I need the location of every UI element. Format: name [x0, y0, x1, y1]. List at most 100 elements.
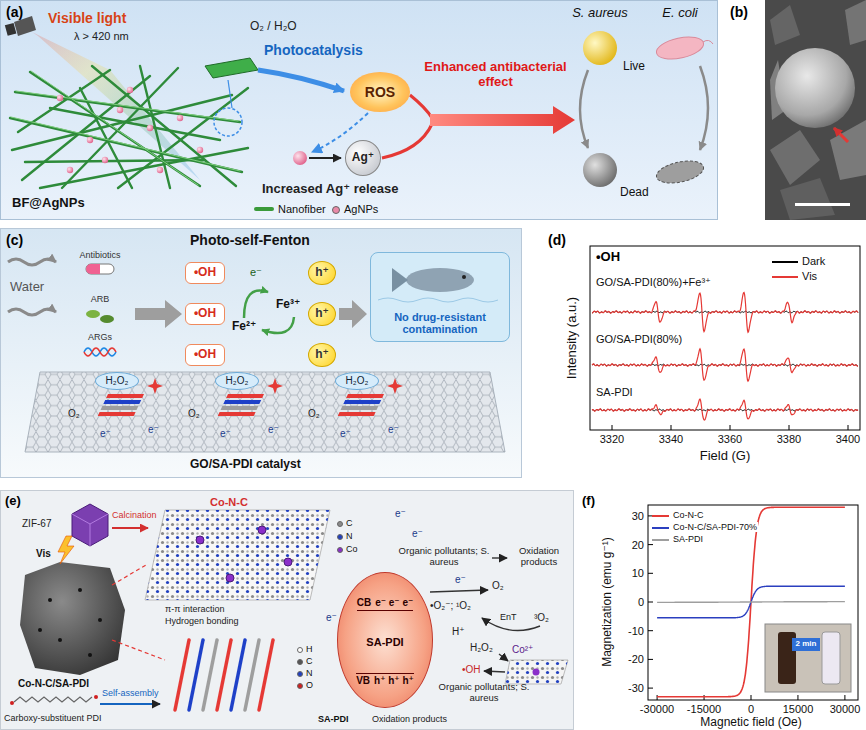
water-flow: [8, 309, 56, 315]
fish: [392, 268, 474, 292]
figure-label: Co-N-C: [210, 496, 248, 509]
figure-label: ³O₂: [534, 612, 549, 624]
legend-swatch: [332, 206, 340, 214]
node-text: h⁺: [315, 307, 329, 321]
flow-arrow: [339, 300, 367, 328]
nanofiber-mat: [18, 70, 110, 132]
figure-label: •O₂⁻; ¹O₂: [430, 600, 471, 612]
silver-nanoparticles: [117, 107, 123, 113]
flow-arrow: [135, 300, 182, 328]
nanofiber-highlight: [11, 117, 240, 171]
figure-label: 0: [638, 596, 644, 609]
axis-tick: [648, 573, 653, 574]
composite-particle: [38, 588, 102, 657]
plot-frame: [648, 505, 858, 700]
figure-label: EnT: [500, 612, 517, 622]
legend-line: [652, 527, 669, 529]
arb-bacteria: [86, 310, 100, 318]
node-text: •OH: [194, 307, 216, 321]
axis-tick: [648, 688, 653, 689]
legend-text: Nanofiber: [278, 203, 326, 216]
antibiotic-pill: [86, 264, 100, 274]
mechanism-arrows: [499, 654, 508, 661]
fish: [392, 268, 408, 292]
catalyst-sheet: [25, 372, 505, 452]
pdi-molecule: [94, 695, 98, 699]
legend-text: Dark: [802, 255, 825, 268]
figure-label: O₂: [188, 408, 200, 420]
figure-label: Dead: [620, 186, 649, 200]
magnetization-curve: [657, 586, 845, 618]
magnet-inset: [765, 624, 851, 692]
figure-label: Calcination: [112, 510, 157, 520]
co-sheet: [505, 660, 568, 684]
nanofiber-mat: [140, 66, 170, 188]
legend-swatch: [337, 547, 343, 553]
photocatalysis-arrow: [258, 70, 344, 91]
legend-line: [652, 539, 669, 541]
dead-bacteria: [583, 153, 617, 187]
sa-pdi-stack: [203, 640, 217, 710]
figure-label: -30000: [640, 703, 674, 716]
figure-label: 3380: [777, 433, 801, 446]
figure-label: O₂: [68, 408, 80, 420]
silver-nanoparticles: [127, 87, 133, 93]
composite-particle: [48, 598, 52, 602]
clean-water-box: No drug-resistant contamination: [370, 252, 510, 342]
figure-label: O₂: [308, 408, 320, 420]
sa-pdi-chunks: [98, 394, 144, 416]
sa-pdi-chunks: [218, 394, 264, 416]
figure-label: e⁻: [268, 424, 279, 436]
sem-image: [770, 5, 800, 45]
figure-label: 3400: [836, 433, 860, 446]
figure-label: Co²⁺: [512, 644, 533, 656]
ros-blob: ROS: [350, 72, 410, 112]
legend-text: N: [346, 531, 353, 541]
figure-label: e⁻: [455, 574, 466, 586]
figure-label: (d): [548, 232, 566, 248]
nanofiber-highlight: [16, 91, 238, 121]
silver-nanoparticles: [87, 137, 93, 143]
radical-box: •OH: [185, 262, 225, 284]
axis-tick: [648, 659, 653, 660]
catalyst-sheet: [25, 372, 505, 452]
hole-circle: h⁺: [308, 343, 336, 367]
co-sheet: [505, 660, 568, 684]
figure-label: Photo-self-Fenton: [190, 232, 310, 248]
co-sheet: [533, 669, 540, 676]
figure-label: ZIF-67: [22, 518, 51, 530]
figure-label: Live: [623, 60, 645, 74]
nanofiber-mat: [25, 160, 205, 162]
antibiotic-pill: [86, 264, 114, 274]
figure-label: GO/SA-PDI(80%): [596, 333, 682, 346]
figure-label: λ > 420 nm: [74, 30, 129, 43]
figure-label: Oxidation products: [510, 546, 568, 568]
axis-tick: [848, 425, 849, 430]
catalyst-sheet: [25, 372, 505, 452]
arg-dna: [84, 348, 116, 356]
clean-water-box: [370, 252, 510, 342]
figure-label: e⁻: [220, 428, 231, 440]
panel-a-background: [1, 1, 718, 220]
co-n-c-lattice: [145, 510, 330, 600]
figure-label: Fe²⁺: [232, 320, 256, 334]
figure-label: Organic pollutants; S. aureus: [398, 546, 490, 568]
node-text: ROS: [365, 84, 395, 100]
figure-label: e⁻: [100, 428, 111, 440]
silver-nanoparticles: [157, 167, 163, 173]
light-burst: [147, 378, 163, 394]
figure-label: Visible light: [48, 10, 126, 26]
epr-plot: [590, 246, 860, 430]
sa-pdi-stack: [245, 640, 259, 710]
composite-particle: [38, 628, 42, 632]
figure-label: 2 min: [796, 639, 817, 648]
figure-label: Hydrogen bonding: [165, 616, 239, 626]
legend-text: N: [306, 668, 313, 678]
axis-tick: [648, 630, 653, 631]
arb-bacteria: [100, 315, 114, 323]
axis-tick: [648, 544, 653, 545]
silver-nanoparticles: [147, 125, 153, 131]
node-text: •OH: [194, 348, 216, 362]
figure-label: S. aureus: [572, 6, 628, 21]
